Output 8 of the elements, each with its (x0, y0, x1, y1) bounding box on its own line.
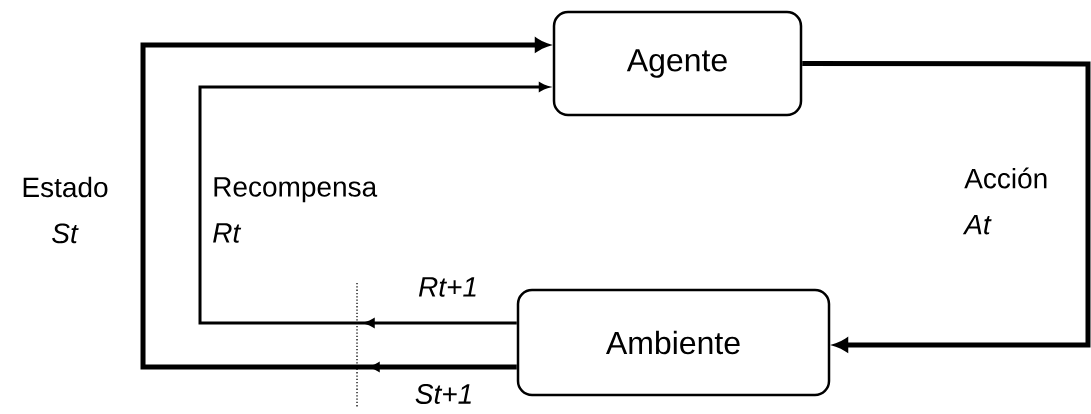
edge-label: Estado St (8, 174, 122, 246)
arrow (802, 61, 1091, 352)
edge-label: Recompensa Rt (210, 175, 378, 245)
signal-label: Rt+1 (417, 276, 479, 298)
signal-label: St+1 (413, 383, 475, 405)
process-box: Ambiente (516, 288, 831, 397)
process-box: Agente (552, 10, 803, 117)
edge-label: Acción At (962, 165, 1057, 237)
